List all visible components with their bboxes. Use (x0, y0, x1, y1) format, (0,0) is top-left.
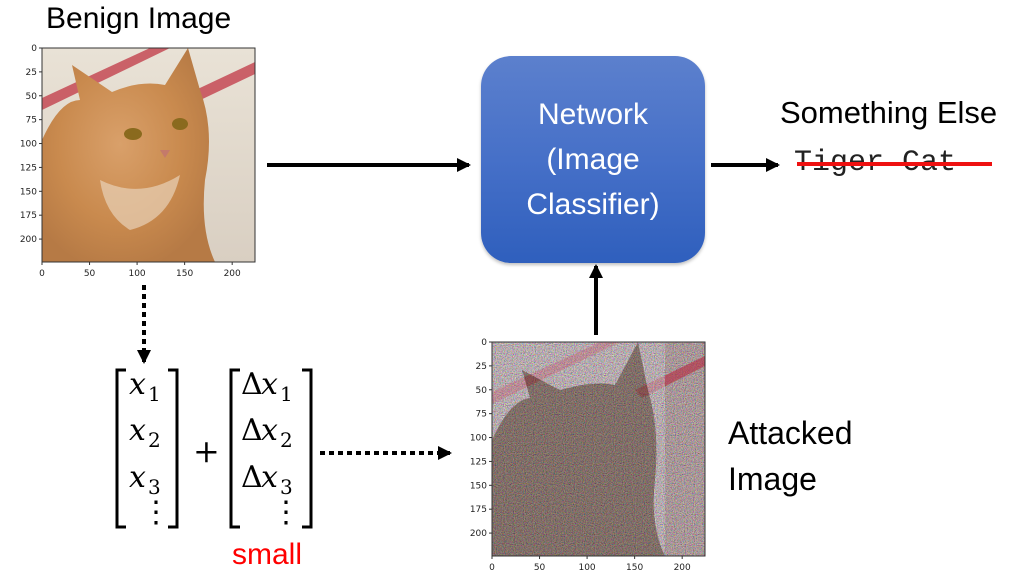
vector-ellipsis: ⋮ (141, 495, 171, 530)
x-tick-label: 50 (534, 563, 546, 573)
left-bracket (229, 368, 240, 529)
vector-entry-symbol: x (129, 367, 146, 402)
network-label-line: Classifier) (526, 188, 660, 221)
perturbation-small-note: small (232, 538, 303, 571)
y-tick-label: 200 (20, 235, 37, 245)
y-tick-label: 100 (20, 140, 37, 150)
y-tick-label: 0 (31, 44, 37, 54)
delta-symbol: Δ (241, 460, 263, 495)
vector-entry-subscript: 2 (280, 428, 293, 452)
x-tick-label: 100 (578, 563, 595, 573)
network-image-classifier-box: Network (Image Classifier) (481, 56, 705, 263)
vector-entry-subscript: 2 (148, 428, 161, 452)
vector-entry-subscript: 1 (148, 382, 161, 406)
y-tick-label: 125 (20, 163, 37, 173)
attacked-image-plot: 0 25 50 75 100 125 150 175 200 0 50 100 150 200 (470, 338, 706, 573)
y-tick-label: 175 (20, 211, 37, 221)
vector-entry-symbol: x (129, 460, 146, 495)
y-tick-label: 150 (470, 481, 487, 491)
x-tick-label: 0 (489, 563, 495, 573)
y-tick-label: 125 (470, 457, 487, 467)
attacked-image-title: Image (728, 461, 817, 497)
x-tick-label: 150 (176, 269, 193, 279)
vector-entry-symbol: x (261, 413, 278, 448)
benign-image-plot: 0 25 50 75 100 125 150 175 200 0 50 100 150 200 (20, 44, 256, 279)
y-tick-label: 175 (470, 505, 487, 515)
vector-entry-symbol: x (261, 460, 278, 495)
y-tick-label: 75 (26, 116, 37, 126)
vector-entry-subscript: 1 (280, 382, 293, 406)
x-tick-label: 150 (626, 563, 643, 573)
red-rail (185, 62, 255, 104)
x-tick-label: 100 (128, 269, 145, 279)
y-tick-label: 50 (26, 92, 38, 102)
y-tick-label: 100 (470, 434, 487, 444)
vector-entry-subscript: 3 (148, 475, 161, 499)
vector-entry-subscript: 3 (280, 475, 293, 499)
network-label-line: Network (537, 98, 649, 131)
y-tick-label: 75 (476, 410, 487, 420)
vector-entry-symbol: x (261, 367, 278, 402)
x-tick-label: 200 (224, 269, 241, 279)
plus-sign: + (193, 432, 220, 470)
cat-body (42, 48, 215, 262)
y-tick-label: 0 (481, 338, 487, 348)
cat-eye (124, 128, 142, 140)
vector-entry-symbol: x (129, 413, 146, 448)
attacked-noisy-cat-image (492, 342, 705, 556)
delta-symbol: Δ (241, 413, 263, 448)
y-tick-label: 25 (476, 362, 487, 372)
delta-symbol: Δ (241, 367, 263, 402)
y-tick-label: 25 (26, 68, 37, 78)
network-label-line: (Image (546, 143, 640, 176)
y-tick-label: 150 (20, 187, 37, 197)
cat-eye (172, 118, 188, 130)
vector-ellipsis: ⋮ (271, 495, 301, 530)
y-tick-label: 200 (470, 529, 487, 539)
output-new-label: Something Else (780, 95, 998, 130)
benign-image-title: Benign Image (46, 2, 232, 35)
x-tick-label: 50 (84, 269, 96, 279)
benign-cat-image (42, 48, 255, 262)
x-tick-label: 0 (39, 269, 45, 279)
right-bracket (302, 368, 313, 529)
attacked-image-title: Attacked (728, 415, 853, 451)
red-rail (42, 48, 170, 110)
right-bracket (168, 368, 179, 529)
strikethrough-line (797, 162, 992, 166)
x-tick-label: 200 (674, 563, 691, 573)
left-bracket (115, 368, 126, 529)
y-tick-label: 50 (476, 386, 488, 396)
